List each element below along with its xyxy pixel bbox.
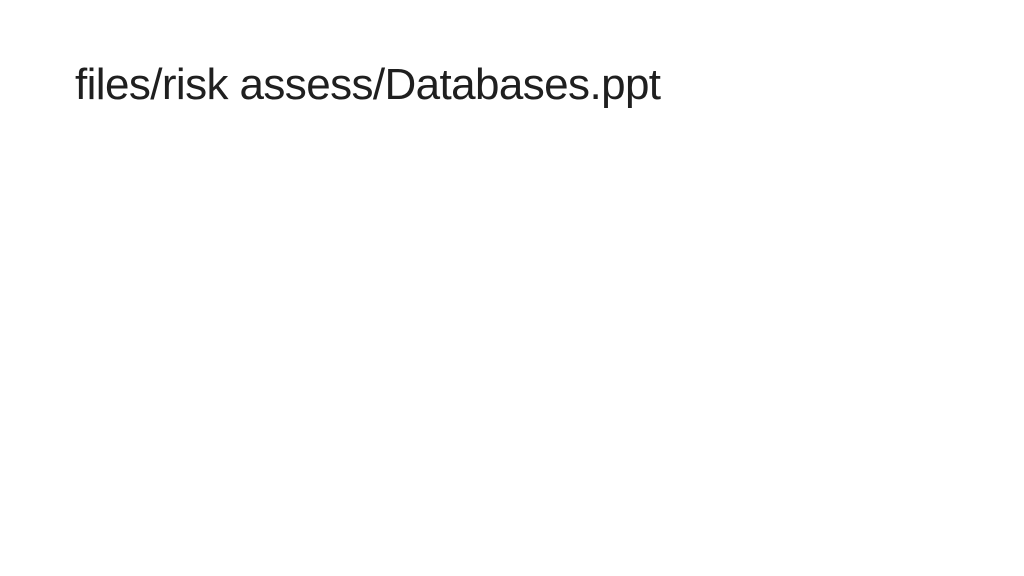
- slide-title: files/risk assess/Databases.ppt: [75, 60, 661, 109]
